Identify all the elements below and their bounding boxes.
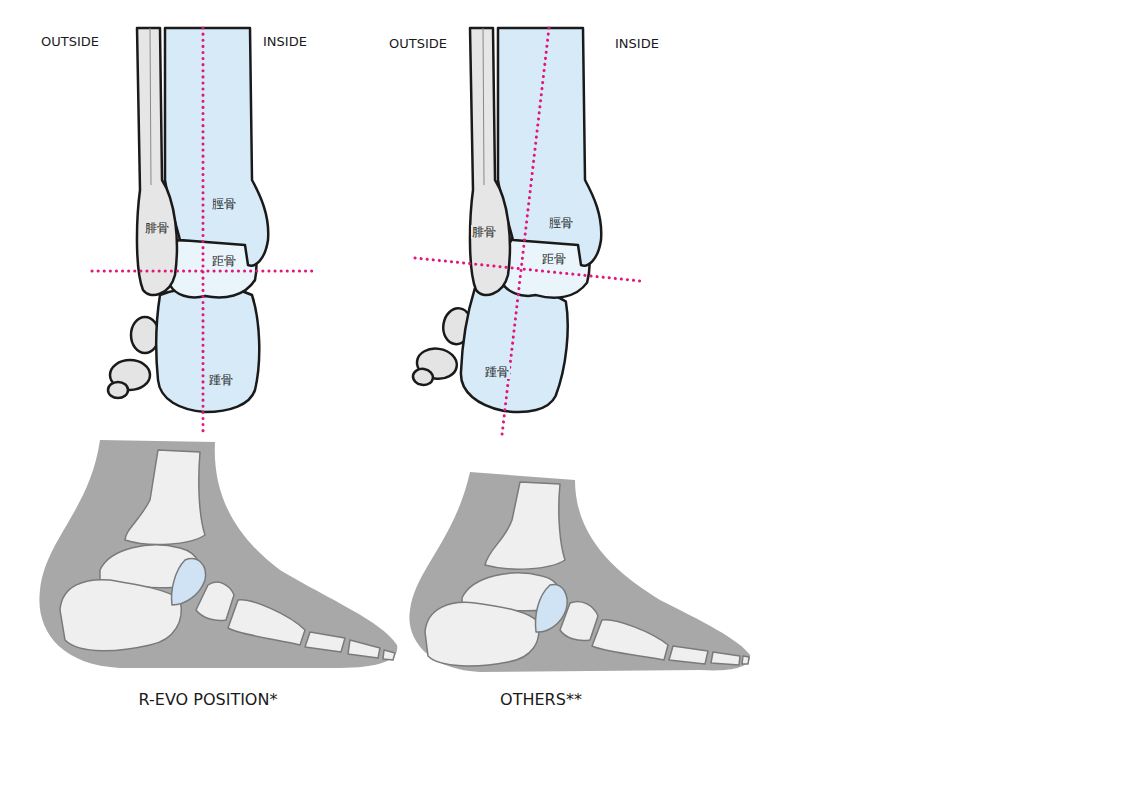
- caption-label: OTHERS**: [499, 690, 583, 709]
- side-label: INSIDE: [262, 34, 308, 50]
- phalanx: [348, 640, 380, 658]
- axis-line: [202, 28, 205, 435]
- bone-label: 腓骨: [144, 221, 170, 235]
- foot-silhouette: [409, 472, 750, 672]
- bone-label: 腓骨: [471, 225, 497, 239]
- side-view-left: [39, 440, 397, 668]
- foot-silhouette: [39, 440, 397, 668]
- phalanx: [669, 646, 708, 664]
- calcaneus: [60, 580, 181, 651]
- cuneiform: [196, 582, 234, 620]
- phalanx: [383, 650, 395, 660]
- calcaneus: [455, 281, 574, 419]
- bone-label: 脛骨: [211, 197, 237, 211]
- axis-line: [92, 270, 315, 273]
- axis-lines-right: [415, 28, 640, 435]
- tibia: [125, 450, 205, 545]
- axis-line: [415, 258, 640, 281]
- cuneiform: [560, 601, 598, 640]
- talus: [169, 240, 256, 297]
- side-label: OUTSIDE: [388, 36, 448, 52]
- navicular: [172, 559, 206, 605]
- fibula: [137, 28, 177, 295]
- bone-label: 脛骨: [548, 216, 574, 230]
- leg-group: [470, 28, 601, 295]
- bone-label: 距骨: [211, 254, 237, 268]
- phalanx: [711, 652, 740, 665]
- bone-label: 踵骨: [208, 373, 234, 387]
- bone-label: 踵骨: [484, 365, 510, 379]
- phalanx: [742, 656, 749, 664]
- tarsal-bone: [412, 368, 434, 387]
- tibia: [498, 28, 601, 266]
- tibia: [485, 482, 565, 569]
- bone-contour: [150, 28, 151, 185]
- side-label: INSIDE: [614, 36, 660, 52]
- bone-label: 距骨: [541, 252, 567, 266]
- metatarsal: [228, 600, 305, 645]
- side-view-right: [409, 472, 750, 672]
- front-view-left: [108, 28, 268, 412]
- calcaneus-group: [455, 281, 574, 419]
- caption-label: R-EVO POSITION*: [138, 690, 279, 709]
- axis-lines-left: [92, 28, 315, 435]
- tibia: [165, 28, 268, 266]
- fibula: [470, 28, 510, 295]
- calcaneus: [156, 288, 259, 413]
- tarsal-bone: [131, 317, 159, 353]
- metatarsal: [592, 620, 668, 660]
- bone-contour: [483, 28, 484, 185]
- tarsal-bone: [108, 382, 128, 398]
- calcaneus: [425, 602, 539, 666]
- phalanx: [305, 632, 345, 652]
- side-label: OUTSIDE: [40, 34, 100, 50]
- front-view-right: [412, 28, 601, 418]
